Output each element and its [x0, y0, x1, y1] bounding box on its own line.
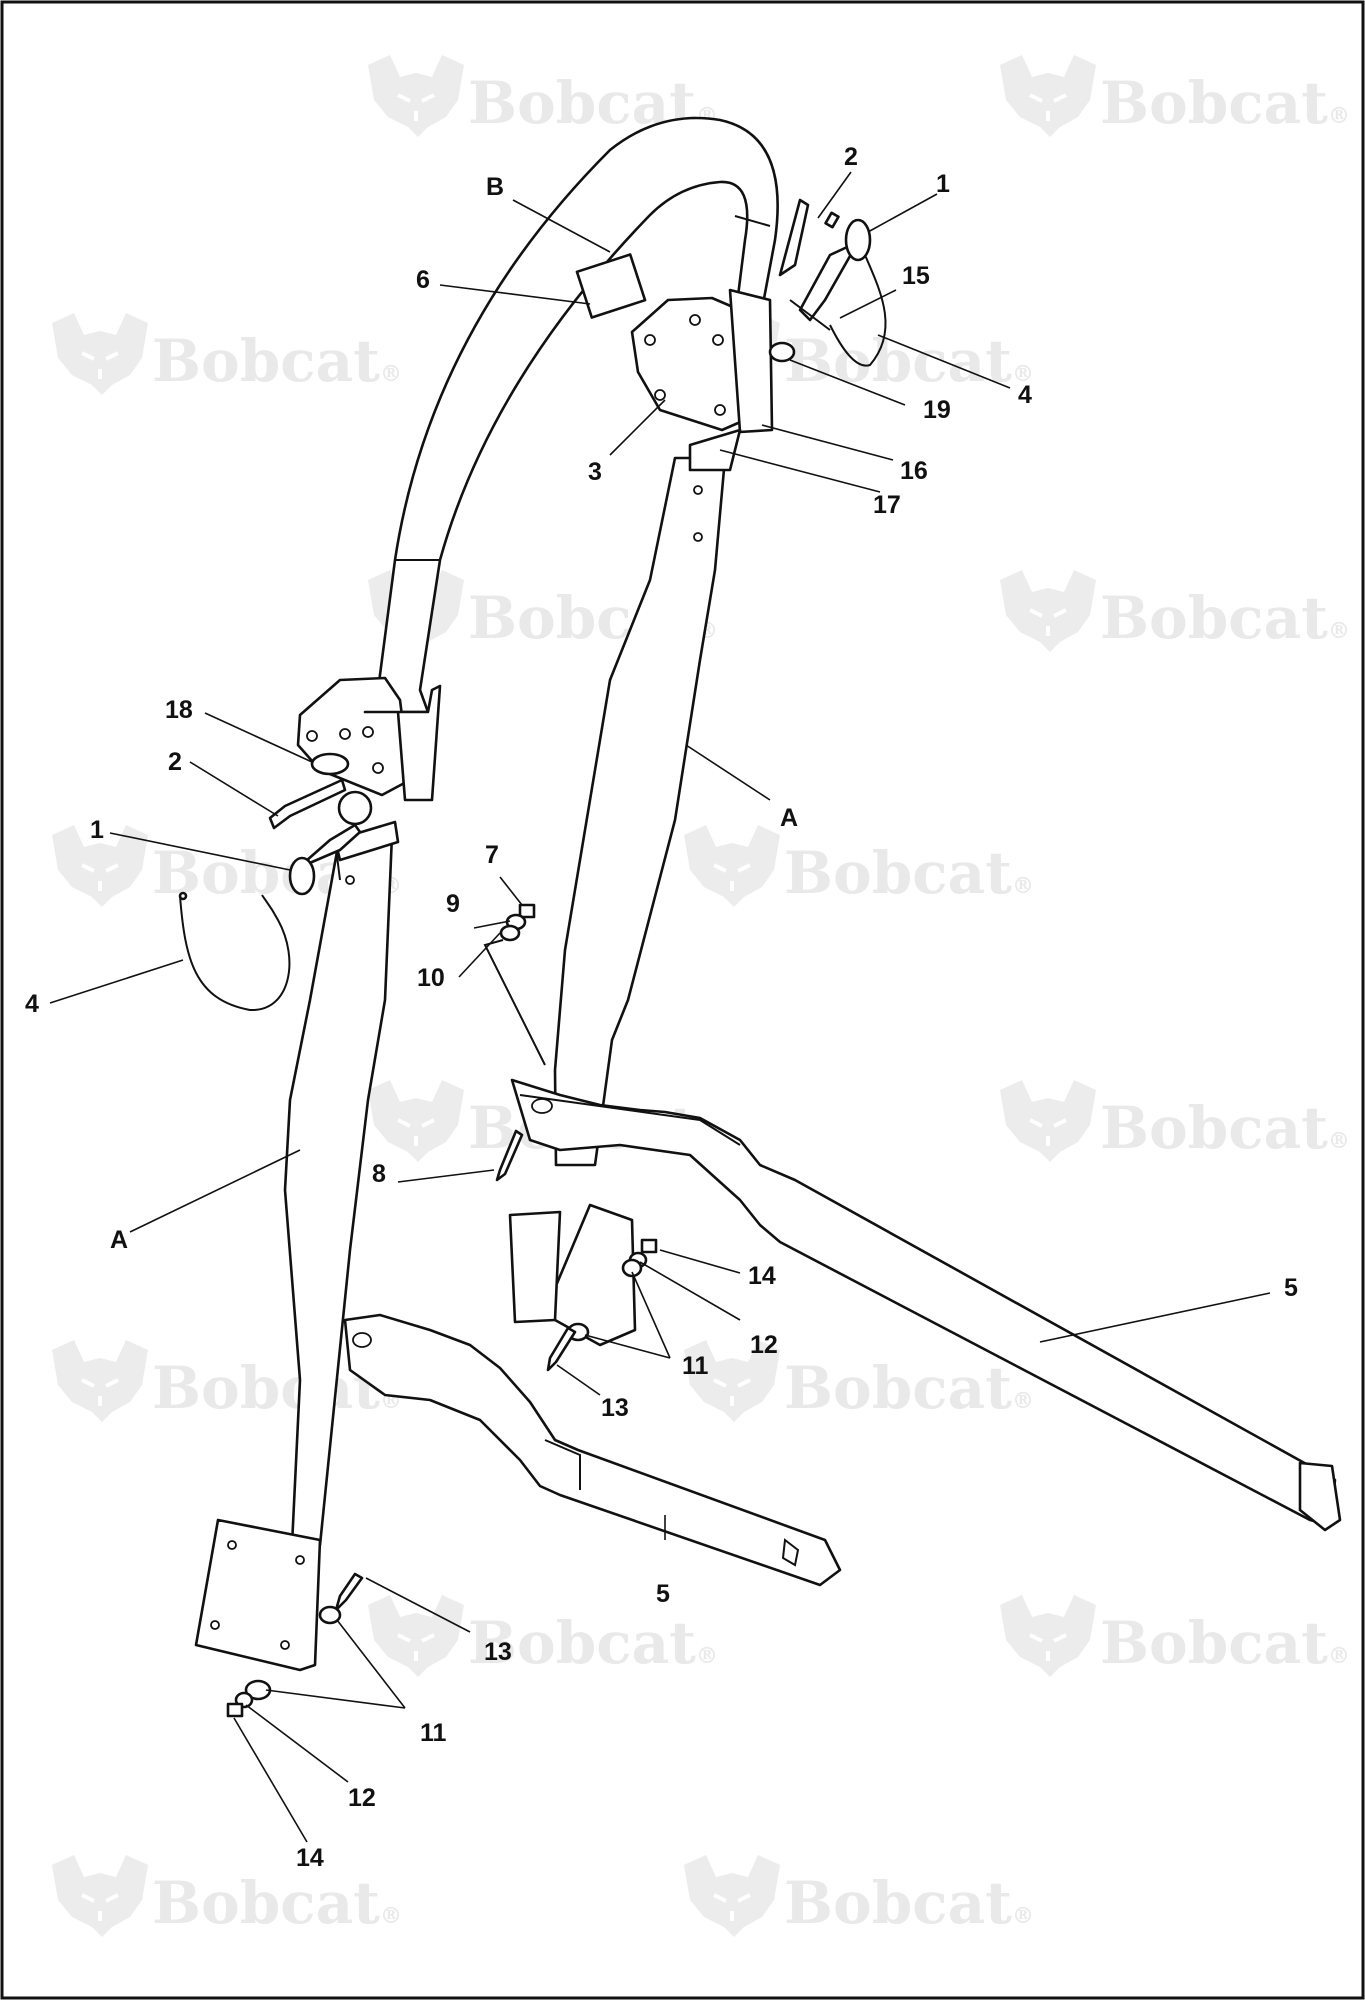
right-mount-plate [630, 288, 774, 434]
washer-19 [768, 341, 796, 363]
callout-4-top: 4 [1018, 381, 1032, 409]
watermark-text: Bobcat® [152, 1869, 402, 1937]
bushing [337, 790, 373, 826]
callout-1-left: 1 [90, 816, 104, 844]
right-post-a [553, 428, 742, 1167]
callout-12-mid: 12 [750, 1331, 778, 1359]
watermark-text: Bobcat® [784, 1869, 1034, 1937]
callout-6: 6 [416, 266, 430, 294]
upper-bar-b [363, 116, 779, 714]
callout-4-left: 4 [25, 990, 39, 1018]
callout-16: 16 [900, 457, 928, 485]
callout-14-mid: 14 [748, 1262, 776, 1290]
left-base-plate [194, 1518, 322, 1672]
pin-1-top [798, 240, 860, 322]
nut-14-mid [640, 1238, 658, 1254]
hardware-center [483, 903, 546, 1182]
bolt-13-low [334, 1572, 364, 1612]
hardware-mid-right [546, 1238, 658, 1372]
callout-5-left: 5 [656, 1580, 670, 1608]
ring-1-left [288, 856, 316, 896]
clip-15 [789, 299, 831, 331]
leader-lines [49, 171, 1271, 1843]
callout-7: 7 [485, 841, 499, 869]
callout-5-right: 5 [1284, 1274, 1298, 1302]
callout-labels: 1 2 15 4 B 6 19 3 16 17 A 18 2 1 4 7 9 1… [25, 143, 1298, 1872]
bolt-2-top [778, 198, 810, 277]
washer-11-mid-a [621, 1258, 643, 1278]
bolt-8 [495, 1129, 524, 1182]
callout-8: 8 [372, 1160, 386, 1188]
watermark-text: Bobcat® [1100, 584, 1350, 652]
watermark-text: Bobcat® [1100, 1609, 1350, 1677]
callout-15: 15 [902, 262, 930, 290]
left-strap-5 [343, 1313, 842, 1587]
callout-b: B [486, 173, 504, 201]
watermark-text: Bobcat® [152, 327, 402, 395]
callout-2-top: 2 [844, 143, 858, 171]
callout-14-low: 14 [296, 1844, 324, 1872]
callout-13-mid: 13 [601, 1394, 629, 1422]
watermark-text: Bobcat® [784, 839, 1034, 907]
callout-11-mid: 11 [682, 1352, 709, 1380]
callout-a-left: A [110, 1226, 128, 1254]
pin-1-left [296, 823, 362, 870]
spacer-18 [310, 752, 350, 776]
hardware-top-right [768, 198, 887, 367]
callout-10: 10 [417, 964, 445, 992]
callout-13-low: 13 [484, 1638, 512, 1666]
watermark-text: Bobcat® [1100, 69, 1350, 137]
nut-7 [518, 903, 536, 919]
lanyard-4-left [179, 894, 291, 1012]
callout-1-top: 1 [936, 170, 950, 198]
lanyard-4-top [829, 254, 887, 367]
callout-11-low: 11 [420, 1719, 447, 1747]
watermark-text: Bobcat® [468, 1609, 718, 1677]
ring-1-top [844, 218, 872, 262]
right-strap-5 [510, 1078, 1342, 1532]
callout-9: 9 [446, 890, 460, 918]
callout-18: 18 [165, 696, 193, 724]
watermark-text: Bobcat® [784, 327, 1034, 395]
watermark-text: Bobcat® [1100, 1094, 1350, 1162]
callout-2-left: 2 [168, 748, 182, 776]
washer-11-low-a [318, 1605, 342, 1625]
callout-17: 17 [873, 491, 901, 519]
hardware-left-upper [178, 752, 373, 1012]
watermark-text: Bobcat® [784, 1354, 1034, 1422]
callout-a-right: A [780, 804, 798, 832]
nut-14-low [226, 1702, 244, 1718]
callout-19: 19 [923, 396, 951, 424]
bolt-2-left [268, 778, 347, 830]
bolt-13-mid [546, 1326, 577, 1372]
right-base-plate [508, 1203, 637, 1347]
callout-12-low: 12 [348, 1784, 376, 1812]
callout-3: 3 [588, 458, 602, 486]
washer-10 [499, 924, 521, 942]
decal-6 [575, 253, 647, 319]
